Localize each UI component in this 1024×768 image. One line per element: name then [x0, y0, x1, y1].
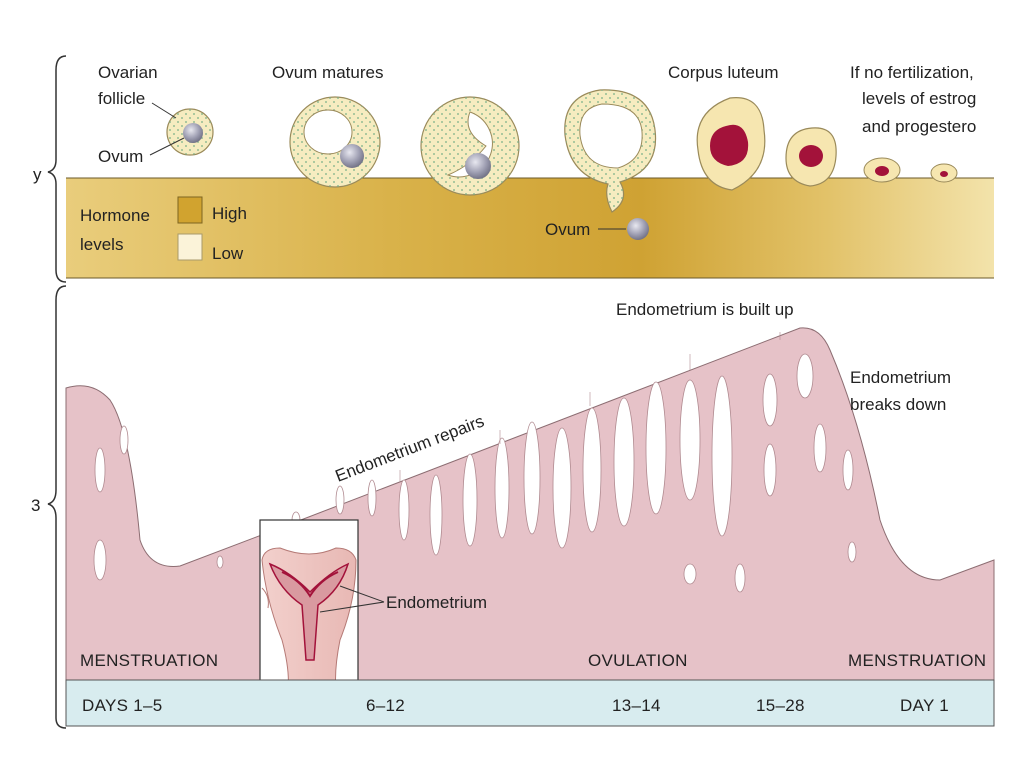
- corpus-luteum: [696, 97, 766, 191]
- endometrium-built-up-label: Endometrium is built up: [616, 300, 794, 319]
- bottom-bracket: [47, 285, 67, 729]
- corpus-luteum-regressing: [785, 127, 837, 187]
- uterus-inset: [259, 519, 359, 691]
- phase-menstruation-1: MENSTRUATION: [80, 651, 218, 670]
- ovum-matures-label: Ovum matures: [272, 63, 383, 82]
- corpus-luteum-label: Corpus luteum: [668, 63, 779, 82]
- ruptured-follicle: [564, 89, 657, 213]
- hormone-band: [66, 178, 994, 278]
- days-13-14: 13–14: [612, 696, 661, 715]
- legend-high-swatch: [177, 196, 203, 224]
- hormone-levels-label-2: levels: [80, 235, 123, 254]
- legend-low-label: Low: [212, 244, 244, 263]
- no-fertilization-label-2: levels of estrog: [862, 89, 976, 108]
- endometrium-label: Endometrium: [386, 593, 487, 612]
- ovum-label: Ovum: [98, 147, 143, 166]
- lining-surface-ridges: [399, 332, 781, 482]
- legend-high-label: High: [212, 204, 247, 223]
- maturing-follicle-1: [289, 96, 381, 188]
- day-1: DAY 1: [900, 696, 949, 715]
- endometrial-glands: [93, 353, 857, 593]
- days-6-12: 6–12: [366, 696, 405, 715]
- phase-menstruation-2: MENSTRUATION: [848, 651, 986, 670]
- side-mark-bottom: 3: [31, 496, 40, 515]
- days-1-5: DAYS 1–5: [82, 696, 163, 715]
- hormone-levels-label-1: Hormone: [80, 206, 150, 225]
- endometrium-breaks-down-label-1: Endometrium: [850, 368, 951, 387]
- corpus-albicans-1: [863, 157, 901, 183]
- released-ovum: [627, 218, 649, 240]
- endometrium-breaks-down-label-2: breaks down: [850, 395, 946, 414]
- no-fertilization-label-3: and progestero: [862, 117, 976, 136]
- ovum-1: [183, 123, 203, 143]
- side-mark-top: y: [33, 165, 42, 184]
- corpus-albicans-2: [930, 163, 958, 183]
- days-15-28: 15–28: [756, 696, 805, 715]
- phase-ovulation: OVULATION: [588, 651, 688, 670]
- released-ovum-label: Ovum: [545, 220, 590, 239]
- top-bracket: [47, 55, 67, 283]
- ovarian-follicle: [166, 108, 214, 156]
- ovarian-follicle-label-2: follicle: [98, 89, 145, 108]
- days-band: [65, 679, 995, 727]
- maturing-follicle-2: [420, 96, 520, 196]
- legend-low-swatch: [177, 233, 203, 261]
- ovarian-follicle-label-1: Ovarian: [98, 63, 158, 82]
- no-fertilization-label-1: If no fertilization,: [850, 63, 974, 82]
